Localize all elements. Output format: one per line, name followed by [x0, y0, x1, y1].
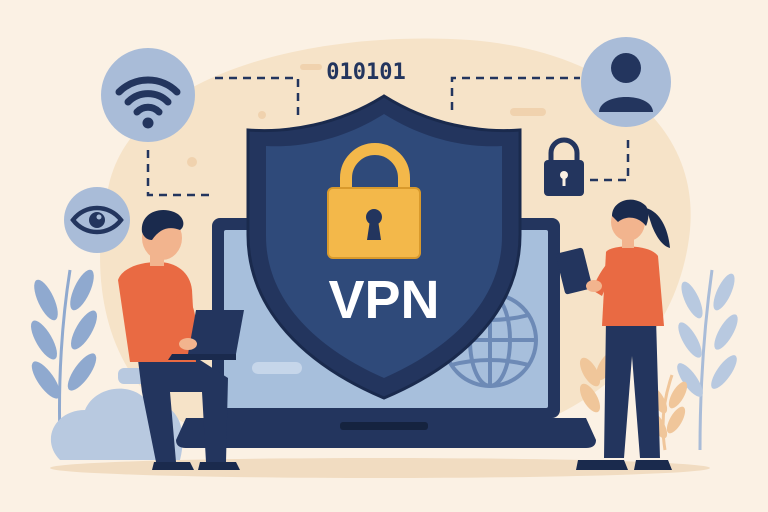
woman-hair [612, 199, 649, 226]
vpn-label: VPN [328, 270, 439, 330]
woman-shirt [602, 246, 664, 326]
woman-shoe [634, 460, 672, 470]
decor-dot [258, 111, 266, 119]
padlock-small-icon [544, 137, 584, 196]
man-pants [138, 360, 228, 462]
woman-shoe [576, 460, 628, 470]
man-with-laptop [118, 210, 244, 470]
laptop-base [176, 418, 596, 448]
binary-label: 010101 [326, 60, 405, 85]
man-laptop-base [168, 354, 236, 360]
connector-user [450, 76, 580, 110]
man-shirt [118, 262, 196, 362]
plant-left [31, 269, 97, 441]
decor-dash [300, 64, 322, 70]
man-laptop [188, 310, 244, 354]
connector-wifi-eye [146, 150, 215, 197]
connector-lines [146, 76, 630, 197]
woman-ponytail [646, 208, 670, 248]
decor-dash [510, 108, 546, 116]
screen-bar [252, 362, 302, 374]
padlock-icon [327, 143, 421, 259]
user-icon [581, 37, 671, 127]
eye-icon [64, 187, 130, 253]
laptop-hinge [340, 422, 428, 430]
man-hand [179, 338, 197, 350]
man-arm [176, 290, 197, 350]
man-shoe [152, 462, 194, 470]
woman-pants [604, 318, 660, 458]
woman-tablet [555, 247, 593, 295]
man-shoe [198, 462, 240, 470]
woman-hand [586, 280, 602, 292]
wifi-icon [101, 48, 195, 142]
man-hair [141, 210, 184, 240]
woman-with-tablet [555, 199, 672, 470]
decor-dot [187, 157, 197, 167]
